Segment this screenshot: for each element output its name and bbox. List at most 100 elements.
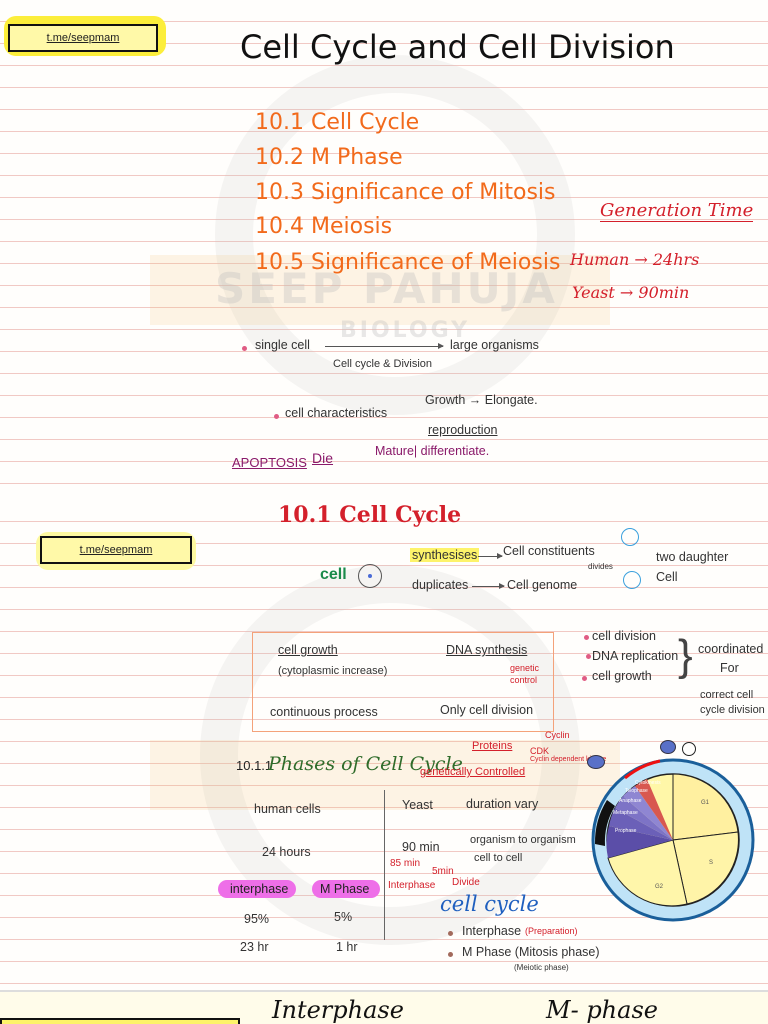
- label-interphase: interphase: [230, 882, 289, 896]
- box-continuous: continuous process: [270, 705, 378, 719]
- mphase-highlight: [312, 880, 380, 898]
- generation-time-human: Human → 24hrs: [570, 250, 700, 269]
- divider-line: [384, 790, 385, 940]
- bullet-mphase: M Phase (Mitosis phase): [462, 945, 600, 959]
- box-cytoplasmic: (cytoplasmic increase): [278, 665, 388, 677]
- note-arrow-label: Cell cycle & Division: [333, 358, 433, 370]
- arrow-right: [325, 343, 444, 349]
- box-cell-growth: cell growth: [278, 643, 338, 657]
- label-interphase-short: Interphase: [388, 880, 436, 891]
- daughter-cell-icon: [623, 571, 641, 589]
- label-yeast: Yeast: [402, 798, 433, 812]
- box-dna-synthesis: DNA synthesis: [446, 643, 528, 657]
- concept-box: [252, 632, 554, 732]
- wheel-prophase: Prophase: [615, 828, 637, 834]
- bullet-dot: [582, 676, 587, 681]
- interphase-highlight: [218, 880, 296, 898]
- brace: }: [678, 631, 693, 680]
- link-box-partial: [0, 1018, 240, 1024]
- generation-time-yeast: Yeast → 90min: [572, 283, 690, 302]
- coord-item: cell division: [592, 629, 656, 643]
- coord-item: cell growth: [592, 669, 652, 683]
- watermark-ribbon: [150, 740, 620, 810]
- label-correct-1: correct cell: [700, 689, 754, 701]
- label-cell-to-cell: cell to cell: [474, 852, 523, 864]
- bullet-dot: [274, 414, 279, 419]
- telegram-link[interactable]: t.me/seepmam: [8, 24, 158, 52]
- bullet-dot: [242, 346, 247, 351]
- toc-item: 10.2 M Phase: [255, 145, 403, 170]
- note-cell-characteristics: cell characteristics: [285, 406, 388, 420]
- notes-page-3: Interphase M- phase: [0, 990, 768, 1024]
- toc-item: 10.3 Significance of Mitosis: [255, 180, 556, 205]
- label-meiotic: (Meiotic phase): [514, 963, 569, 972]
- phases-number: 10.1.1: [236, 758, 273, 773]
- wheel-metaphase: Metaphase: [613, 810, 638, 816]
- note-single-cell: single cell: [255, 338, 310, 352]
- bullet-interphase: Interphase: [462, 924, 522, 938]
- watermark-subtext: BIOLOGY: [340, 318, 471, 343]
- label-95pct: 95%: [244, 912, 270, 926]
- refresh-icon: [682, 742, 696, 756]
- note-large-organisms: large organisms: [450, 338, 539, 352]
- notes-page-2: t.me/seepmam 10.1 Cell Cycle cell synthe…: [0, 500, 768, 990]
- phases-title: Phases of Cell Cycle: [268, 753, 463, 775]
- label-90-min: 90 min: [402, 840, 440, 854]
- note-apoptosis: Apoptosis: [232, 455, 307, 470]
- toc-item: 10.4 Meiosis: [255, 214, 393, 239]
- bullet-dot: [448, 931, 453, 936]
- notes-page-1: SEEP PAHUJA BIOLOGY t.me/seepmam Cell Cy…: [0, 0, 768, 500]
- note-growth: Growth → Elongate.: [425, 393, 538, 407]
- label-interphase-heading: Interphase: [272, 996, 404, 1024]
- wheel-cytokinesis: Cytokinesis: [635, 780, 661, 786]
- wheel-g1: G1: [701, 800, 710, 806]
- label-daughter-cell: Cell: [656, 570, 678, 584]
- watermark-ribbon: [150, 255, 610, 325]
- label-5-min: 5min: [432, 866, 454, 877]
- note-mature: Mature| differentiate.: [375, 444, 490, 458]
- label-duration-vary: duration vary: [466, 797, 539, 811]
- label-divides: divides: [588, 562, 613, 571]
- label-mphase: M Phase: [320, 882, 370, 896]
- label-cdk: CDK: [530, 746, 550, 756]
- page-title: Cell Cycle and Cell Division: [240, 28, 675, 66]
- label-for: For: [720, 661, 739, 675]
- label-85-min: 85 min: [390, 858, 421, 869]
- label-23-hr: 23 hr: [240, 940, 269, 954]
- label-cyclin: Cyclin: [545, 730, 570, 740]
- label-correct-2: cycle division: [700, 704, 765, 716]
- wheel-anaphase: Anaphase: [619, 798, 642, 804]
- label-proteins: Proteins: [472, 740, 513, 752]
- label-cell-genome: Cell genome: [507, 578, 578, 592]
- label-24-hours: 24 hours: [262, 845, 311, 859]
- label-genetically: genetically Controlled: [420, 766, 526, 778]
- bullet-dot: [448, 952, 453, 957]
- toc-item: 10.1 Cell Cycle: [255, 110, 420, 135]
- box-control: control: [510, 675, 538, 685]
- bullet-dot: [584, 635, 589, 640]
- label-cell: cell: [320, 566, 347, 583]
- generation-time-heading: Generation Time: [600, 200, 754, 222]
- box-only-division: Only cell division: [440, 703, 534, 717]
- label-1-hr: 1 hr: [336, 940, 358, 954]
- label-duplicates: duplicates: [412, 578, 469, 592]
- note-reproduction: reproduction: [428, 423, 498, 437]
- arrow-right: [472, 583, 505, 589]
- label-synthesises: synthesises: [410, 548, 480, 562]
- label-org-to-org: organism to organism: [470, 834, 576, 846]
- wheel-s: S: [709, 860, 713, 866]
- dividing-cell-icon: [587, 755, 605, 769]
- cell-icon: [358, 564, 382, 588]
- note-die: Die: [312, 450, 334, 466]
- daughter-cell-icon: [621, 528, 639, 546]
- label-coordinated: coordinated: [698, 642, 764, 656]
- cell-cycle-wheel: G1 S G2 Prophase Metaphase Anaphase Telo…: [591, 758, 755, 922]
- label-cell-cycle-blue: cell cycle: [440, 892, 539, 916]
- label-cell-constituents: Cell constituents: [503, 544, 595, 558]
- bullet-dot: [586, 654, 591, 659]
- telegram-link[interactable]: t.me/seepmam: [40, 536, 192, 564]
- label-5pct: 5%: [334, 910, 353, 924]
- label-preparation: (Preparation): [525, 926, 578, 936]
- watermark-text: SEEP PAHUJA: [215, 264, 558, 313]
- coord-item: DNA replication: [592, 649, 679, 663]
